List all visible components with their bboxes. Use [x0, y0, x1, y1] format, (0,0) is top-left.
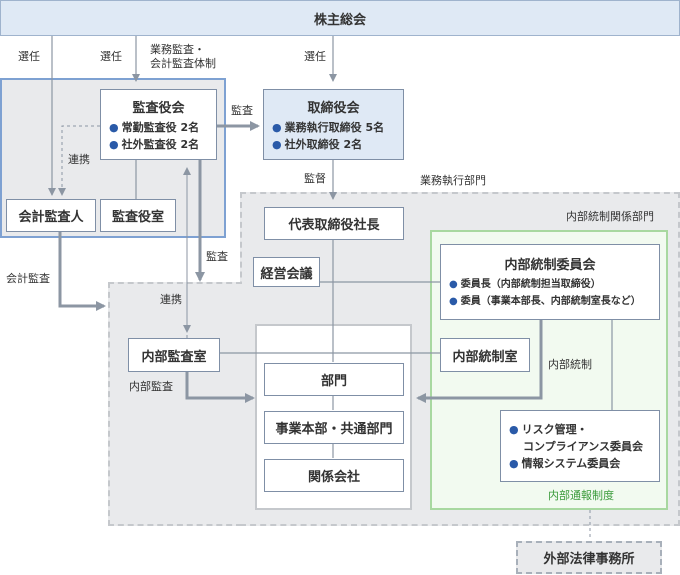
- business-hq-label: 事業本部・共通部門: [275, 422, 393, 437]
- accounting-auditor-box: 会計監査人: [6, 199, 96, 232]
- president-label: 代表取締役社長: [288, 218, 380, 233]
- business-execution-label: 業務執行部門: [420, 174, 486, 187]
- external-law-firm-label: 外部法律事務所: [543, 552, 635, 567]
- audit-system-label-2: 会計監査体制: [150, 57, 216, 70]
- management-meeting-box: 経営会議: [253, 257, 320, 287]
- external-law-firm-box: 外部法律事務所: [516, 541, 662, 574]
- bullet-icon: ●: [272, 137, 282, 151]
- audit-to-board-label: 監査: [231, 104, 253, 117]
- internal-control-committee-box: 内部統制委員会 ●委員長（内部統制担当取締役） ●委員（事業本部長、内部統制室長…: [440, 244, 660, 320]
- internal-audit-label: 内部監査: [129, 380, 173, 393]
- internal-audit-office-box: 内部監査室: [128, 338, 220, 372]
- audit-board-line-2: 社外監査役 2名: [121, 137, 200, 151]
- shareholders-meeting-box: 株主総会: [0, 0, 680, 36]
- audit-system-label-1: 業務監査・: [150, 43, 205, 56]
- bullet-icon: ●: [272, 120, 282, 134]
- internal-control-office-box: 内部統制室: [440, 338, 530, 372]
- affiliates-label: 関係会社: [307, 470, 360, 485]
- internal-control-dept-label: 内部統制関係部門: [566, 210, 654, 223]
- auditor-office-label: 監査役室: [111, 210, 164, 225]
- audit-board-line-1: 常勤監査役 2名: [121, 120, 200, 134]
- risk-line-2: コンプライアンス委員会: [523, 439, 644, 453]
- bullet-icon: ●: [449, 296, 458, 307]
- business-hq-box: 事業本部・共通部門: [264, 411, 404, 444]
- cooperate-label-1: 連携: [68, 153, 90, 166]
- audit-down-label: 監査: [206, 250, 228, 263]
- audit-board-title: 監査役会: [132, 100, 185, 116]
- bullet-icon: ●: [509, 422, 519, 436]
- departments-label: 部門: [320, 374, 347, 389]
- internal-control-label: 内部統制: [548, 358, 592, 371]
- board-line-1: 業務執行取締役 5名: [284, 120, 385, 134]
- auditor-office-box: 監査役室: [100, 199, 176, 232]
- accounting-auditor-label: 会計監査人: [18, 210, 84, 225]
- risk-committees-box: ●リスク管理・ コンプライアンス委員会 ●情報システム委員会: [500, 410, 660, 482]
- accounting-audit-label: 会計監査: [6, 272, 50, 285]
- committee-line-1: 委員長（内部統制担当取締役）: [460, 279, 601, 290]
- affiliates-box: 関係会社: [264, 459, 404, 492]
- committee-title: 内部統制委員会: [504, 258, 596, 273]
- risk-line-1: リスク管理・: [521, 422, 588, 436]
- elect-label-2: 選任: [100, 50, 122, 63]
- board-title: 取締役会: [307, 100, 360, 116]
- departments-box: 部門: [264, 363, 404, 396]
- committee-line-2: 委員（事業本部長、内部統制室長など）: [460, 296, 641, 307]
- elect-label-1: 選任: [18, 50, 40, 63]
- bullet-icon: ●: [509, 456, 519, 470]
- bullet-icon: ●: [449, 279, 458, 290]
- supervise-label: 監督: [304, 172, 326, 185]
- whistleblowing-label: 内部通報制度: [548, 489, 614, 502]
- elect-label-3: 選任: [304, 50, 326, 63]
- management-meeting-label: 経営会議: [260, 266, 313, 282]
- bullet-icon: ●: [109, 120, 119, 134]
- lower-region: [108, 282, 242, 526]
- bullet-icon: ●: [109, 137, 119, 151]
- board-of-directors-box: 取締役会 ●業務執行取締役 5名 ●社外取締役 2名: [263, 89, 404, 160]
- audit-board-box: 監査役会 ●常勤監査役 2名 ●社外監査役 2名: [100, 89, 217, 160]
- shareholders-meeting-label: 株主総会: [313, 12, 366, 28]
- internal-audit-office-label: 内部監査室: [141, 349, 207, 365]
- board-line-2: 社外取締役 2名: [284, 137, 363, 151]
- internal-control-office-label: 内部統制室: [452, 349, 518, 365]
- president-box: 代表取締役社長: [264, 207, 404, 240]
- cooperate-label-2: 連携: [160, 293, 182, 306]
- risk-line-3: 情報システム委員会: [521, 456, 621, 470]
